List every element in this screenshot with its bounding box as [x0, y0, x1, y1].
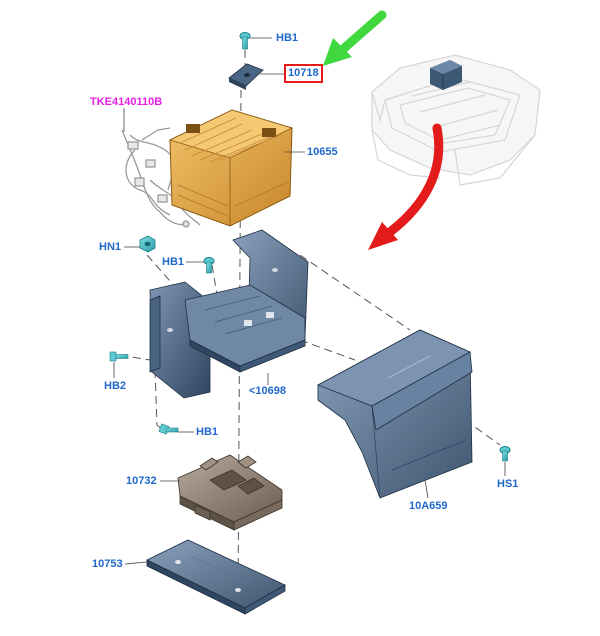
- nut-hn1: [139, 235, 156, 253]
- callout-10732: 10732: [126, 475, 157, 487]
- callout-hs1: HS1: [497, 478, 519, 490]
- screw-hs1: [499, 446, 511, 462]
- bolt-hb1-top: [239, 32, 251, 50]
- callout-hb1-low: HB1: [196, 426, 219, 438]
- bolt-hb2: [109, 351, 129, 362]
- callout-hn1: HN1: [99, 241, 122, 253]
- leader-10a659: [424, 479, 429, 499]
- base-plate-10753: [146, 539, 286, 615]
- battery-tray-10698: [149, 229, 309, 399]
- green-arrow-icon: [323, 10, 387, 66]
- truck-battery-location-marker: [430, 60, 462, 90]
- callout-10698: <10698: [249, 385, 287, 397]
- support-bracket-10732: [177, 454, 283, 531]
- callout-10a659: 10A659: [409, 500, 448, 512]
- leader-10753: [124, 561, 148, 565]
- red-curved-arrow-icon: [368, 123, 444, 250]
- battery-10655: [168, 109, 294, 227]
- battery-cover-10a659: [317, 329, 473, 499]
- callout-harness: TKE4140110B: [90, 96, 163, 108]
- callout-10655: 10655: [307, 146, 338, 158]
- bolt-hb1-low: [158, 423, 179, 435]
- hold-down-bracket-10718: [228, 63, 264, 90]
- callout-hb1-mid: HB1: [162, 256, 185, 268]
- callout-hb2: HB2: [104, 380, 127, 392]
- bolt-hb1-mid: [203, 257, 215, 274]
- callout-10753: 10753: [92, 558, 123, 570]
- callout-hb1-top: HB1: [276, 32, 299, 44]
- callout-10718: 10718: [284, 64, 323, 83]
